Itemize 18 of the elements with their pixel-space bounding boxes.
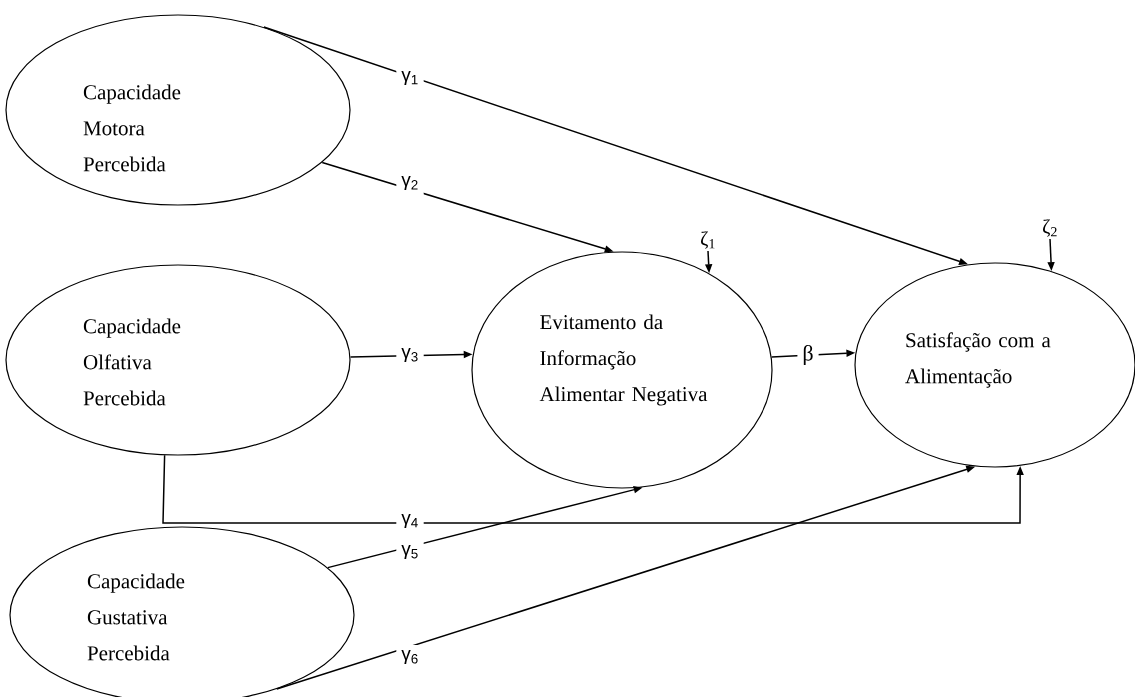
ellipse-label: Evitamento da Informação Alimentar Negativa <box>539 314 708 406</box>
ellipse-label: Capacidade Olfativa Percebida <box>83 318 181 406</box>
edge-label: γ$_{2}$ <box>396 171 424 195</box>
ellipse-label: Satisfação com a Alimentação <box>905 332 1051 388</box>
ellipse <box>5 14 351 206</box>
edge-label: γ$_{6}$ <box>396 645 424 669</box>
edge-label: γ$_{3}$ <box>396 343 424 367</box>
ellipse <box>471 251 773 489</box>
ellipse <box>5 264 351 456</box>
ellipse-label: Capacidade Gustativa Percebida <box>87 573 185 661</box>
error-term: ζ$_{1}$ <box>701 231 715 249</box>
edge-label: β <box>797 339 819 371</box>
arrow <box>162 454 1024 524</box>
edge-label: γ$_{5}$ <box>396 540 424 564</box>
edge-label: γ$_{1}$ <box>396 66 424 90</box>
ellipse-label: Capacidade Motora Percebida <box>83 84 181 172</box>
error-term: ζ$_{2}$ <box>1043 219 1057 237</box>
edge-label: γ$_{4}$ <box>396 509 424 533</box>
